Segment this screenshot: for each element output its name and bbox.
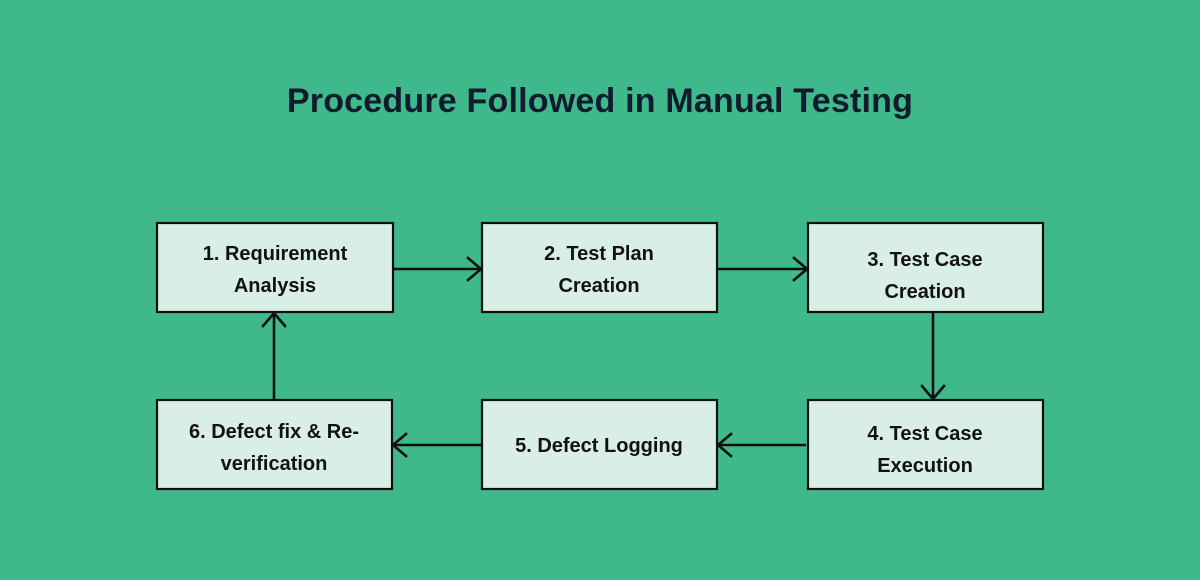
node-box[interactable]	[155, 398, 394, 491]
node-label-line1: 5. Defect Logging	[515, 435, 683, 457]
node-box[interactable]	[155, 221, 395, 314]
arrow-execution-to-defect-logging	[715, 432, 806, 458]
flow-node-test-case-execution[interactable]: 4. Test Case Execution	[806, 398, 1045, 491]
flow-node-defect-logging[interactable]: 5. Defect Logging	[480, 398, 719, 491]
node-label-line2: Analysis	[234, 275, 316, 297]
node-label-line1: 6. Defect fix & Re-	[189, 421, 359, 443]
node-label-line2: verification	[221, 453, 328, 475]
node-label-line2: Creation	[884, 281, 965, 303]
arrow-testplan-to-testcase-creation	[717, 256, 810, 282]
node-label-line2: Execution	[877, 455, 973, 477]
node-label-line1: 2. Test Plan	[544, 243, 654, 265]
flow-node-requirement-analysis[interactable]: 1. Requirement Analysis	[155, 221, 395, 314]
arrow-defect-fix-to-requirement	[261, 310, 287, 400]
node-box[interactable]	[480, 221, 719, 314]
flow-node-defect-fix-reverification[interactable]: 6. Defect fix & Re- verification	[155, 398, 394, 491]
node-box[interactable]	[806, 221, 1045, 314]
node-label-line2: Creation	[558, 275, 639, 297]
arrow-testcase-creation-to-execution	[920, 312, 946, 402]
page-title: Procedure Followed in Manual Testing	[286, 82, 914, 120]
node-label-line1: 4. Test Case	[867, 423, 982, 445]
node-label-line1: 1. Requirement	[203, 243, 348, 265]
node-label-line1: 3. Test Case	[867, 249, 982, 271]
node-box[interactable]	[480, 398, 719, 491]
arrow-defect-logging-to-defect-fix	[390, 432, 481, 458]
arrow-requirement-to-testplan	[393, 256, 484, 282]
flow-node-test-plan-creation[interactable]: 2. Test Plan Creation	[480, 221, 719, 314]
node-box[interactable]	[806, 398, 1045, 491]
flow-node-test-case-creation[interactable]: 3. Test Case Creation	[806, 221, 1045, 314]
